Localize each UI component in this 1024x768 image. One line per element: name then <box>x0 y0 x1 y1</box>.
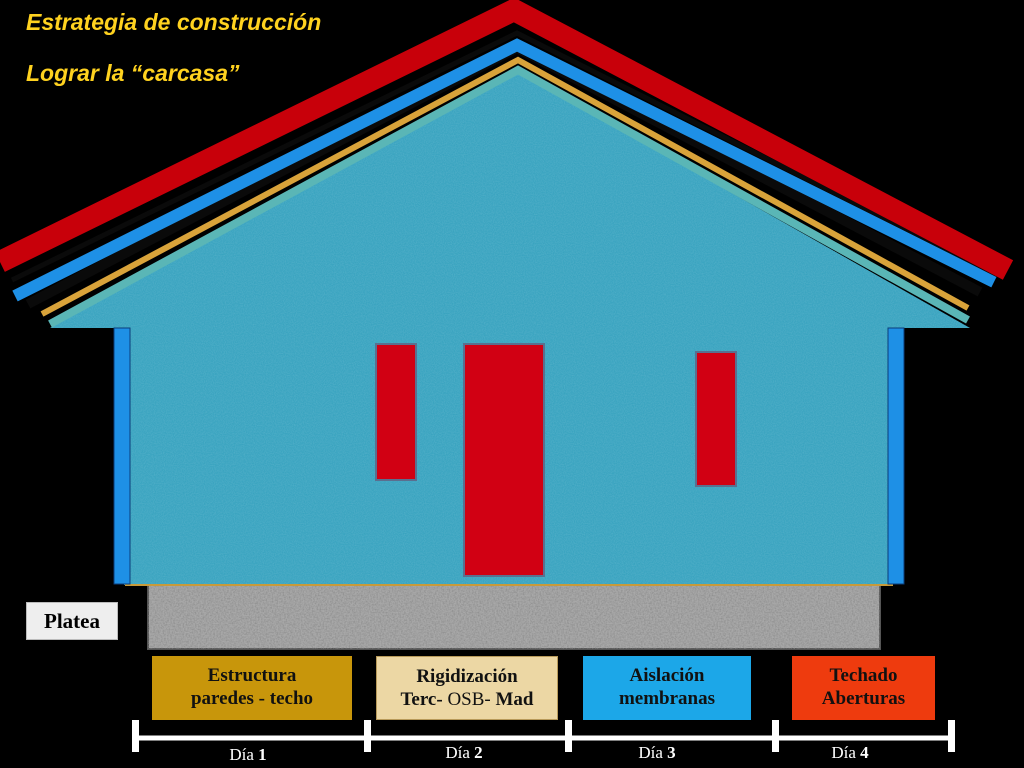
stage-line-2-c: Mad <box>495 689 534 710</box>
day-word: Día <box>638 743 663 762</box>
foundation-slab <box>147 582 881 650</box>
stage-line-1: Rigidización <box>416 666 518 687</box>
day-number: 4 <box>860 743 869 762</box>
day-word: Día <box>445 743 470 762</box>
day-label-3: Día 3 <box>617 743 697 763</box>
timeline-tick-3 <box>565 720 572 752</box>
page-subtitle: Lograr la “carcasa” <box>26 60 240 86</box>
day-number: 3 <box>667 743 676 762</box>
front-door <box>463 343 545 577</box>
day-label-2: Día 2 <box>424 743 504 763</box>
right-wall-board <box>887 327 905 585</box>
house-wall <box>50 72 970 586</box>
stage-line-1: Aislación <box>629 665 705 686</box>
day-label-1: Día 1 <box>208 745 288 765</box>
roof <box>0 0 1014 328</box>
stage-techado: Techado Aberturas <box>792 656 935 720</box>
stage-line-2: Terc- OSB- Mad <box>377 688 557 711</box>
right-window <box>695 351 737 487</box>
stage-line-2: Aberturas <box>821 688 906 709</box>
roof-red-layer <box>0 0 1014 280</box>
timeline <box>132 720 955 752</box>
day-word: Día <box>831 743 856 762</box>
day-number: 1 <box>258 745 267 764</box>
stage-line-1: Techado <box>829 665 898 686</box>
stage-line-1: Estructura <box>207 665 297 686</box>
platea-label: Platea <box>26 602 118 640</box>
timeline-tick-2 <box>364 720 371 752</box>
stage-line-2: membranas <box>618 688 716 709</box>
day-number: 2 <box>474 743 483 762</box>
roof-osb-layer <box>40 56 970 317</box>
stage-line-2-a: Terc- <box>400 689 443 710</box>
left-wall-board <box>113 327 131 585</box>
timeline-tick-1 <box>132 720 139 752</box>
left-window <box>375 343 417 481</box>
stage-aislacion: Aislación membranas <box>583 656 751 720</box>
page-title: Estrategia de construcción <box>26 9 322 35</box>
day-word: Día <box>229 745 254 764</box>
stage-line-2: paredes - techo <box>190 688 314 709</box>
roof-teal-layer <box>48 65 970 328</box>
roof-blue-layer <box>12 38 997 302</box>
stage-estructura: Estructura paredes - techo <box>152 656 352 720</box>
timeline-tick-5 <box>948 720 955 752</box>
stage-line-2-b: OSB- <box>442 689 496 710</box>
timeline-tick-4 <box>772 720 779 752</box>
roof-black-layer-2 <box>10 30 1000 283</box>
stage-rigidizacion: Rigidización Terc- OSB- Mad <box>376 656 558 720</box>
day-label-4: Día 4 <box>810 743 890 763</box>
